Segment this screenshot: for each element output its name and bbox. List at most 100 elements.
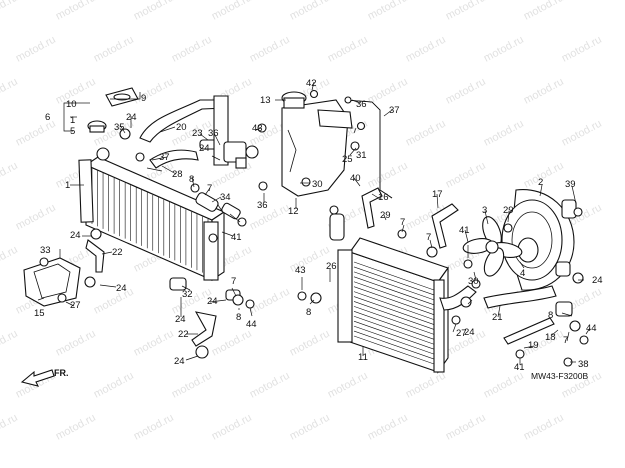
callout-label: 24 [116,283,127,294]
callout-label: 15 [34,308,45,319]
callout-label: 8 [189,174,194,185]
radiator-cap-left [87,87,139,133]
radiator-fin [353,261,435,291]
callout-label: 31 [356,150,367,161]
watermark-text: motod.ru [132,412,176,443]
callout-label: 8 [236,312,241,323]
watermark-text: motod.ru [92,370,136,401]
callout-label: 9 [141,93,146,104]
watermark-text: motod.ru [0,328,20,359]
callout-label: 29 [380,210,391,221]
radiator-fin [353,296,435,325]
watermark-text: motod.ru [0,76,20,107]
callout-label: 44 [586,323,597,334]
watermark-text: motod.ru [288,0,332,23]
right-radiator [329,213,449,374]
watermark-text: motod.ru [132,328,176,359]
callout-label: 25 [342,154,353,165]
callout-label: 7 [563,335,568,346]
radiator-fin [353,266,435,296]
callout-label: 41 [514,362,525,373]
watermark-text: motod.ru [54,328,98,359]
watermark-text: motod.ru [366,0,410,23]
callout-label: 18 [545,332,556,343]
callout-labels: 1 1 2 3 4 5 6 7 7 7 7 7 8 8 8 8 9 10 11 … [34,78,603,373]
watermark-text: motod.ru [248,34,292,65]
callout-label: 7 [426,232,431,243]
radiator-fin [353,315,435,345]
watermark-text: motod.ru [92,34,136,65]
callout-label: 24 [126,112,137,123]
watermark-text: motod.ru [0,244,20,275]
watermark-text: motod.ru [482,34,526,65]
radiator-fin [353,301,435,330]
radiator-fin [353,311,435,340]
watermark-text: motod.ru [248,202,292,233]
callout-label: 27 [456,328,467,339]
watermark-text: motod.ru [92,286,136,317]
callout-label: 42 [306,78,317,89]
radiator-fin [353,286,435,315]
brackets-left [85,228,217,359]
watermark-text: motod.ru [248,370,292,401]
callout-label: 20 [176,122,187,133]
callout-label: 34 [220,192,231,203]
callout-label: 32 [182,289,193,300]
watermark-text: motod.ru [444,160,488,191]
callout-label: 17 [432,189,443,200]
cooling-fan-assembly [462,189,577,291]
callout-label: 43 [295,265,306,276]
watermark-text: motod.ru [404,34,448,65]
watermark-text: motod.ru [0,160,20,191]
lower-hose-right [439,285,573,317]
watermark-text: motod.ru [444,412,488,443]
callout-label: 16 [378,192,389,203]
callout-label: 26 [326,261,337,272]
left-shroud [23,257,81,307]
watermark-text: motod.ru [326,370,370,401]
watermark-text: motod.ru [404,370,448,401]
left-radiator [78,147,226,282]
callout-label: 24 [174,356,185,367]
radiator-fin [353,330,435,360]
callout-label: 37 [389,105,400,116]
brackets-right [361,187,557,345]
watermark-text: motod.ru [0,0,20,23]
callout-label: 8 [548,310,553,321]
watermark-text: motod.ru [522,0,566,23]
callout-label: 30 [312,179,323,190]
direction-label: FR. [54,368,69,378]
callout-label: 24 [207,296,218,307]
watermark-text: motod.ru [170,370,214,401]
callout-label: 1 [70,115,75,126]
callout-label: 27 [70,300,81,311]
watermark-text: motod.ru [366,412,410,443]
reserve-tank [281,91,353,197]
callout-label: 28 [172,169,183,180]
callout-label: 7 [207,183,212,194]
callout-label: 2 [538,177,543,188]
watermark-text: motod.ru [522,412,566,443]
watermark-text: motod.ru [366,160,410,191]
radiator-fin [353,306,435,335]
watermark-text: motod.ru [404,118,448,149]
radiator-fin [353,276,435,306]
callout-label: 37 [159,152,170,163]
callout-label: 40 [350,173,361,184]
drawing-code: MW43-F3200B [531,371,588,381]
radiator-fin [353,335,435,365]
watermark-text: motod.ru [288,412,332,443]
callout-label: 19 [528,340,539,351]
callout-label: 1 [65,180,70,191]
watermark-text: motod.ru [170,34,214,65]
watermark-text: motod.ru [54,0,98,23]
watermark-text: motod.ru [210,328,254,359]
callout-label: 30 [468,276,479,287]
radiator-fin [353,271,435,301]
radiator-fin [353,325,435,355]
watermark-text: motod.ru [210,0,254,23]
callout-label: 3 [482,205,487,216]
fan-blade [462,216,523,277]
watermark-text: motod.ru [482,370,526,401]
